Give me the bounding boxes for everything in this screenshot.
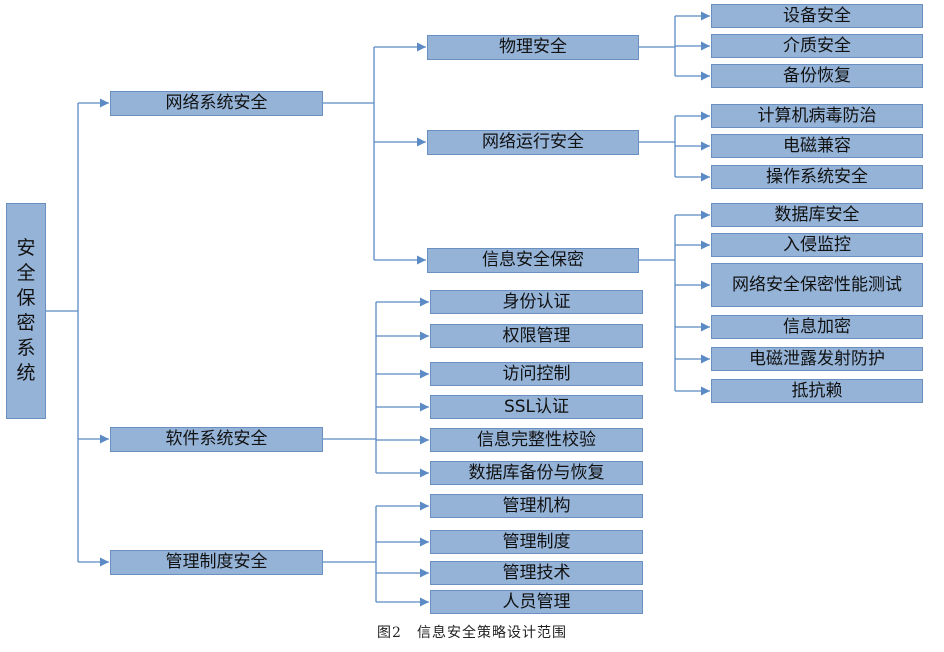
leaf-mgmt-rules: 管理制度 [430, 530, 643, 554]
leaf-db-backup: 数据库备份与恢复 [430, 461, 643, 485]
leaf-non-repudiation: 抵抗赖 [711, 379, 923, 403]
leaf-info-encryption: 信息加密 [711, 315, 923, 339]
leaf-equipment-security: 设备安全 [711, 4, 923, 28]
node-info-security: 信息安全保密 [427, 248, 639, 273]
leaf-media-security: 介质安全 [711, 34, 923, 58]
node-physical-security: 物理安全 [427, 35, 639, 60]
leaf-mgmt-tech: 管理技术 [430, 561, 643, 585]
leaf-integrity-check: 信息完整性校验 [430, 428, 643, 452]
node-management-security: 管理制度安全 [110, 550, 323, 575]
leaf-intrusion-monitor: 入侵监控 [711, 233, 923, 257]
node-network-security: 网络系统安全 [110, 91, 323, 116]
leaf-virus-prevention: 计算机病毒防治 [711, 104, 923, 128]
leaf-emission-protection: 电磁泄露发射防护 [711, 347, 923, 371]
leaf-backup-recovery: 备份恢复 [711, 64, 923, 88]
leaf-identity-auth: 身份认证 [430, 290, 643, 314]
leaf-emc: 电磁兼容 [711, 134, 923, 158]
node-root: 安全保密系统 [6, 203, 46, 419]
leaf-os-security: 操作系统安全 [711, 165, 923, 189]
leaf-ssl-auth: SSL认证 [430, 395, 643, 419]
leaf-database-security: 数据库安全 [711, 203, 923, 227]
node-software-security: 软件系统安全 [110, 427, 323, 452]
leaf-permission-mgmt: 权限管理 [430, 324, 643, 348]
figure-caption: 图2 信息安全策略设计范围 [377, 625, 567, 641]
leaf-security-test: 网络安全保密性能测试 [711, 263, 923, 307]
leaf-staff-mgmt: 人员管理 [430, 590, 643, 614]
leaf-access-control: 访问控制 [430, 362, 643, 386]
node-network-run-security: 网络运行安全 [427, 130, 639, 155]
leaf-mgmt-org: 管理机构 [430, 494, 643, 518]
